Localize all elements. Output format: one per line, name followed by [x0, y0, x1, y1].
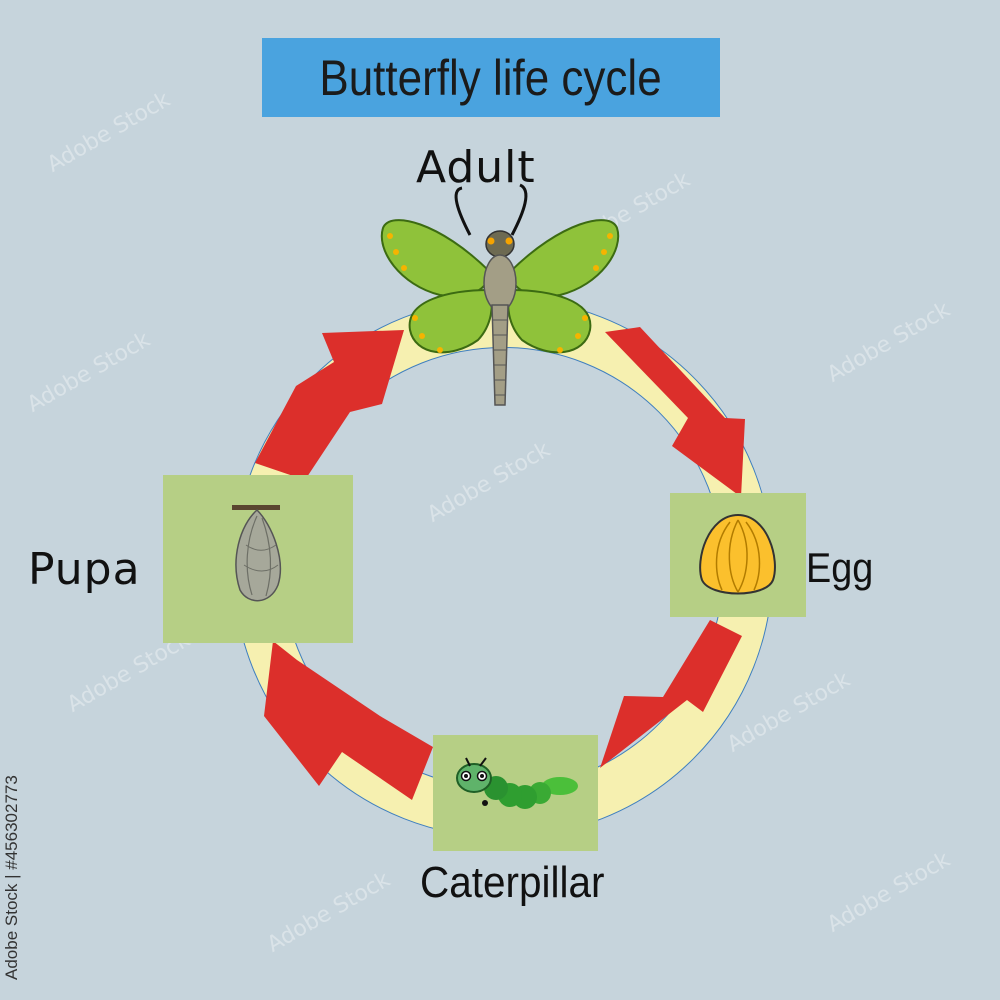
title-banner: Butterfly life cycle — [262, 38, 720, 117]
diagram-title: Butterfly life cycle — [319, 49, 663, 106]
cycle-arrow — [255, 330, 404, 480]
pupa-icon — [232, 505, 282, 602]
egg-label: Egg — [806, 544, 874, 591]
egg-icon — [699, 513, 776, 595]
cycle-arrows — [255, 327, 745, 800]
caterpillar-icon — [456, 757, 578, 809]
cycle-arrow — [264, 641, 433, 800]
butterfly-icon — [380, 183, 620, 406]
pupa-label: Pupa — [28, 544, 141, 595]
cycle-arrow — [600, 620, 742, 768]
caterpillar-label: Caterpillar — [420, 858, 605, 907]
stock-id-text: Adobe Stock | #456302773 — [2, 775, 21, 980]
adult-label: Adult — [416, 142, 536, 193]
cycle-arrow — [605, 327, 745, 497]
